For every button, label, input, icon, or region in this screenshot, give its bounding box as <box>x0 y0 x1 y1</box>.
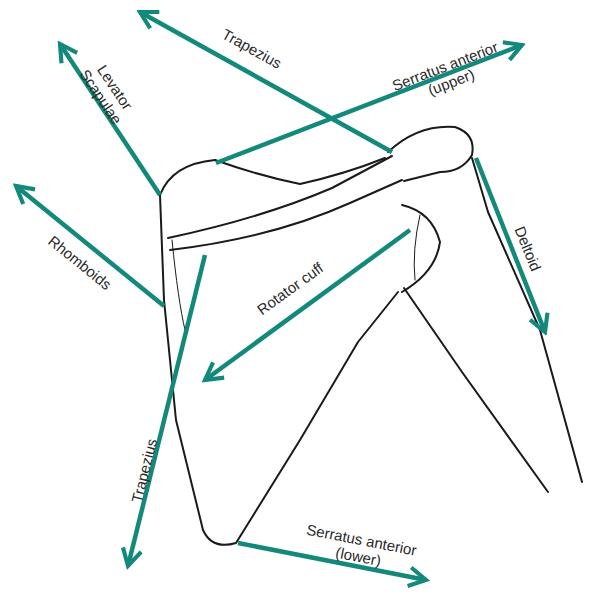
scapular-spine-lower <box>170 180 402 250</box>
force-arrow <box>16 186 164 306</box>
humerus-shaft <box>472 158 582 482</box>
force-arrow <box>128 255 205 566</box>
acromion <box>388 127 473 181</box>
scapula-detail <box>172 240 185 330</box>
muscle-label: Serratus anterior (lower) <box>283 517 437 579</box>
muscle-label: Rhomboids <box>32 221 128 303</box>
superior-border <box>215 158 385 184</box>
muscle-label: Levator Scapulae <box>69 45 148 139</box>
bone-outlines <box>160 127 582 545</box>
muscle-label: Serratus anterior (upper) <box>372 31 524 116</box>
force-arrow <box>60 44 160 195</box>
scapula-outline <box>160 160 398 545</box>
humerus-shaft <box>404 288 548 492</box>
force-arrows <box>16 12 545 580</box>
humeral-head <box>402 205 440 292</box>
glenoid-detail <box>414 215 420 280</box>
force-arrow <box>205 230 410 380</box>
force-arrow <box>140 12 392 152</box>
scapular-spine <box>168 156 392 238</box>
